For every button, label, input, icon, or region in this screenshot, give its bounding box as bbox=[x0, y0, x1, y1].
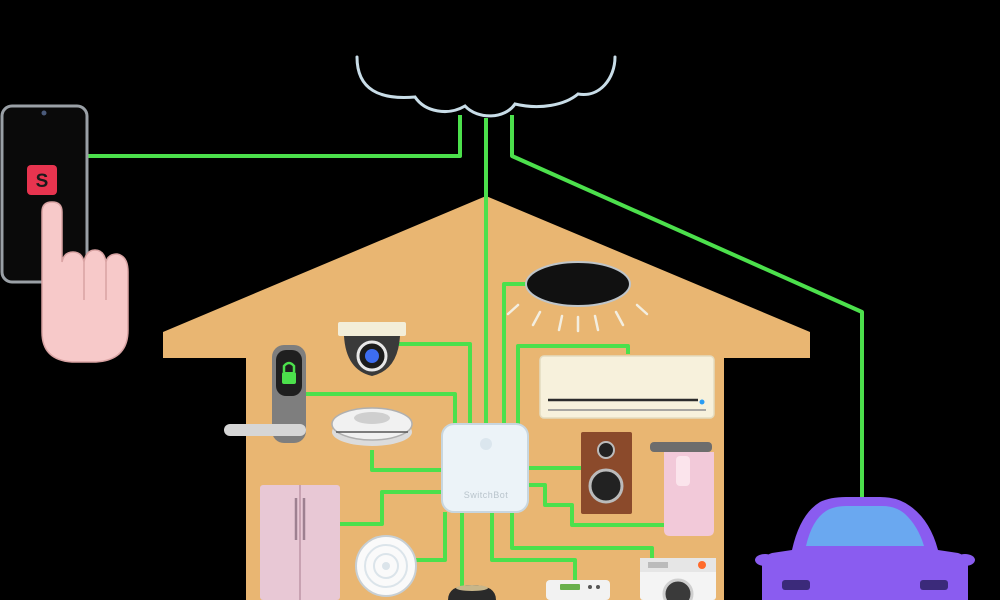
switchbot-hub[interactable]: SwitchBot bbox=[441, 423, 529, 513]
ceiling-light-icon[interactable] bbox=[506, 261, 649, 333]
refrigerator-icon[interactable] bbox=[260, 485, 340, 600]
wire-purifier bbox=[415, 512, 447, 562]
bottom-device-white-icon[interactable] bbox=[546, 580, 610, 600]
wire-bottom-mid bbox=[490, 512, 577, 585]
app-icon[interactable] bbox=[27, 165, 57, 195]
wire-light bbox=[502, 282, 530, 428]
wire-kettle bbox=[528, 483, 664, 527]
bottom-device-dark-icon[interactable] bbox=[448, 585, 496, 600]
kettle-icon[interactable] bbox=[650, 442, 714, 536]
wire-fridge bbox=[340, 490, 442, 526]
security-camera-icon[interactable] bbox=[338, 322, 406, 376]
robot-vacuum-icon[interactable] bbox=[331, 407, 413, 446]
wire-ac bbox=[516, 344, 630, 428]
connection-wires bbox=[88, 115, 864, 600]
wire-washer bbox=[510, 512, 654, 558]
smartphone: S bbox=[0, 104, 89, 284]
wire-camera bbox=[398, 342, 472, 428]
wire-vacuum bbox=[370, 450, 442, 472]
wire-lock bbox=[305, 392, 457, 428]
hand-icon bbox=[41, 201, 129, 363]
cloud-icon bbox=[355, 55, 617, 118]
wire-phone-cloud bbox=[88, 115, 462, 158]
air-purifier-icon[interactable] bbox=[355, 535, 417, 597]
app-icon-glyph: S bbox=[36, 171, 49, 192]
wire-cloud-car bbox=[510, 115, 864, 498]
hub-label: SwitchBot bbox=[464, 490, 509, 500]
washing-machine-icon[interactable] bbox=[640, 558, 716, 600]
speaker-icon[interactable] bbox=[581, 432, 632, 514]
smart-lock-icon[interactable] bbox=[224, 345, 306, 443]
car-icon[interactable] bbox=[755, 497, 975, 600]
air-conditioner-icon[interactable] bbox=[539, 355, 715, 419]
